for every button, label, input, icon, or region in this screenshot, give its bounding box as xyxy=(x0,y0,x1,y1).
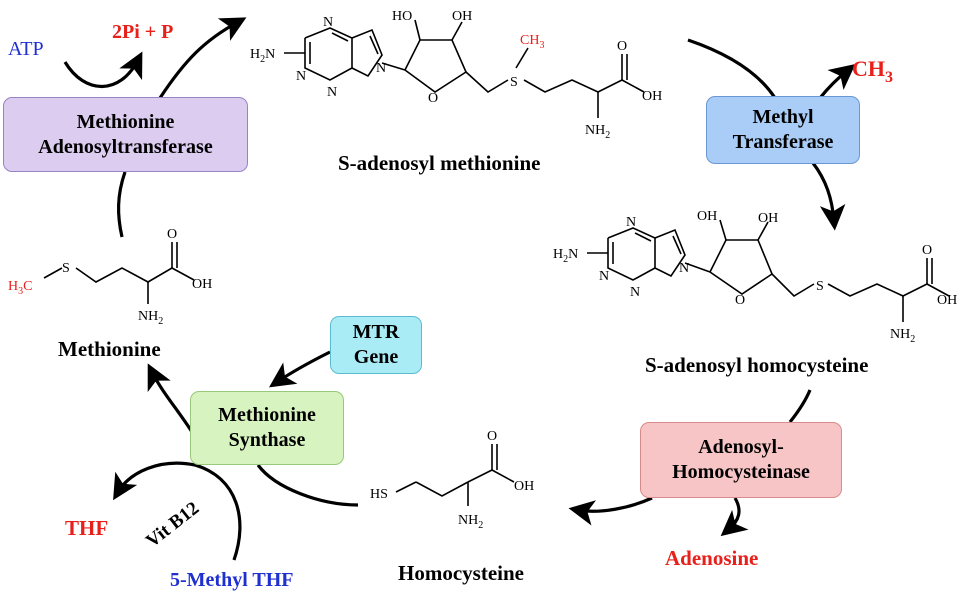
sah-bonds xyxy=(587,219,950,322)
arrow-hcy-to-ms xyxy=(256,464,359,507)
arrow-sah-to-ahc xyxy=(788,389,812,423)
hcy-bonds xyxy=(395,444,515,506)
met-nh2-atom: NH2 xyxy=(138,309,163,327)
sah-n1-atom: N xyxy=(626,215,636,230)
sam-oh-atom: OH xyxy=(452,9,472,24)
sam-bonds xyxy=(284,19,645,118)
sah-name: S-adenosyl homocysteine xyxy=(645,353,868,377)
sah-oh-right-atom: OH xyxy=(758,211,778,226)
hcy-nh2-atom: NH2 xyxy=(458,513,483,531)
ch3-main: CH xyxy=(852,56,885,81)
enzyme-methionine-synthase: Methionine Synthase xyxy=(190,391,344,465)
ahc-line2: Homocysteinase xyxy=(672,461,810,483)
sam-s-atom: S xyxy=(510,75,518,90)
sam-ho-atom: HO xyxy=(392,9,412,24)
sah-n3-atom: N xyxy=(599,269,609,284)
mtr-line1: MTR xyxy=(352,321,400,343)
sam-nh2-atom: NH2 xyxy=(585,123,610,141)
sah-n4-atom: N xyxy=(630,285,640,300)
met-carbonyl-o-atom: O xyxy=(167,227,177,242)
arrow-5mthf-to-thf xyxy=(113,461,242,561)
enzyme-adenosyl-homocysteinase: Adenosyl- Homocysteinase xyxy=(640,422,842,498)
sam-acid-oh-atom: OH xyxy=(642,89,662,104)
methyl-thf-label: 5-Methyl THF xyxy=(170,569,294,591)
sam-n1-atom: N xyxy=(323,15,333,30)
arrow-met-to-mat xyxy=(116,171,127,238)
methionine-structure: H3C S O OH NH2 xyxy=(8,227,212,327)
sam-ring-o-atom: O xyxy=(428,91,438,106)
sam-name: S-adenosyl methionine xyxy=(338,151,540,175)
sah-acid-oh-atom: OH xyxy=(937,293,957,308)
adenosine-label: Adenosine xyxy=(665,546,758,570)
mtr-line2: Gene xyxy=(353,346,399,368)
sam-n4-atom: N xyxy=(327,85,337,100)
mat-line2: Adenosyltransferase xyxy=(38,135,213,158)
ms-line2: Synthase xyxy=(228,429,306,451)
sah-h2n-atom: H2N xyxy=(553,247,578,265)
mtr-gene-box: MTR Gene xyxy=(330,316,422,374)
arrow-atp-to-pi xyxy=(63,51,143,88)
sam-h2n-atom: H2N xyxy=(250,47,275,65)
cycle-arrows xyxy=(63,17,856,561)
arrow-mat-to-sam xyxy=(158,17,247,99)
atp-label: ATP xyxy=(8,38,44,60)
sam-n3-atom: N xyxy=(296,69,306,84)
methionine-name: Methionine xyxy=(58,337,161,361)
ch3-label: CH3 xyxy=(852,56,893,86)
sam-carbonyl-o-atom: O xyxy=(617,39,627,54)
sah-s-atom: S xyxy=(816,279,824,294)
sah-nh2-atom: NH2 xyxy=(890,327,915,345)
hcy-carbonyl-o-atom: O xyxy=(487,429,497,444)
arrow-ahc-to-adenosine xyxy=(720,497,749,537)
homocysteine-name: Homocysteine xyxy=(398,561,524,585)
sam-structure: H2N N N N N O HO OH S CH3 O OH NH2 xyxy=(250,9,662,141)
hcy-acid-oh-atom: OH xyxy=(514,479,534,494)
pi-label: 2Pi + P xyxy=(112,21,173,43)
met-s-atom: S xyxy=(62,261,70,276)
homocysteine-structure: HS O OH NH2 xyxy=(370,429,534,531)
sah-structure: H2N N N N N O OH OH S O OH NH2 xyxy=(553,209,957,345)
met-bonds xyxy=(43,242,195,304)
vitb12-label: Vit B12 xyxy=(142,498,203,552)
ch3-subscript: 3 xyxy=(885,69,893,86)
met-h3c-atom: H3C xyxy=(8,279,32,297)
met-acid-oh-atom: OH xyxy=(192,277,212,292)
mt-line2: Transferase xyxy=(732,131,834,153)
arrow-mt-to-sah xyxy=(811,162,846,231)
sah-ring-o-atom: O xyxy=(735,293,745,308)
enzyme-methionine-adenosyltransferase: Methionine Adenosyltransferase xyxy=(3,97,248,172)
sah-carbonyl-o-atom: O xyxy=(922,243,932,258)
mat-line1: Methionine xyxy=(76,110,175,133)
enzyme-methyl-transferase: Methyl Transferase xyxy=(706,96,860,164)
mt-line1: Methyl xyxy=(752,106,814,128)
arrow-mtr-to-ms xyxy=(269,350,331,388)
sah-oh-left-atom: OH xyxy=(697,209,717,224)
ahc-line1: Adenosyl- xyxy=(698,436,784,458)
ms-line1: Methionine xyxy=(218,404,316,426)
sam-n9-atom: N xyxy=(376,61,386,76)
arrow-mt-to-ch3 xyxy=(818,64,856,99)
arrow-ms-to-met xyxy=(147,363,194,433)
arrow-sam-to-mt xyxy=(687,38,777,99)
thf-label: THF xyxy=(65,516,108,540)
sah-n9-atom: N xyxy=(679,261,689,276)
hcy-hs-atom: HS xyxy=(370,487,388,502)
sam-ch3-atom: CH3 xyxy=(520,33,544,51)
arrow-ahc-to-hcy xyxy=(568,496,653,526)
